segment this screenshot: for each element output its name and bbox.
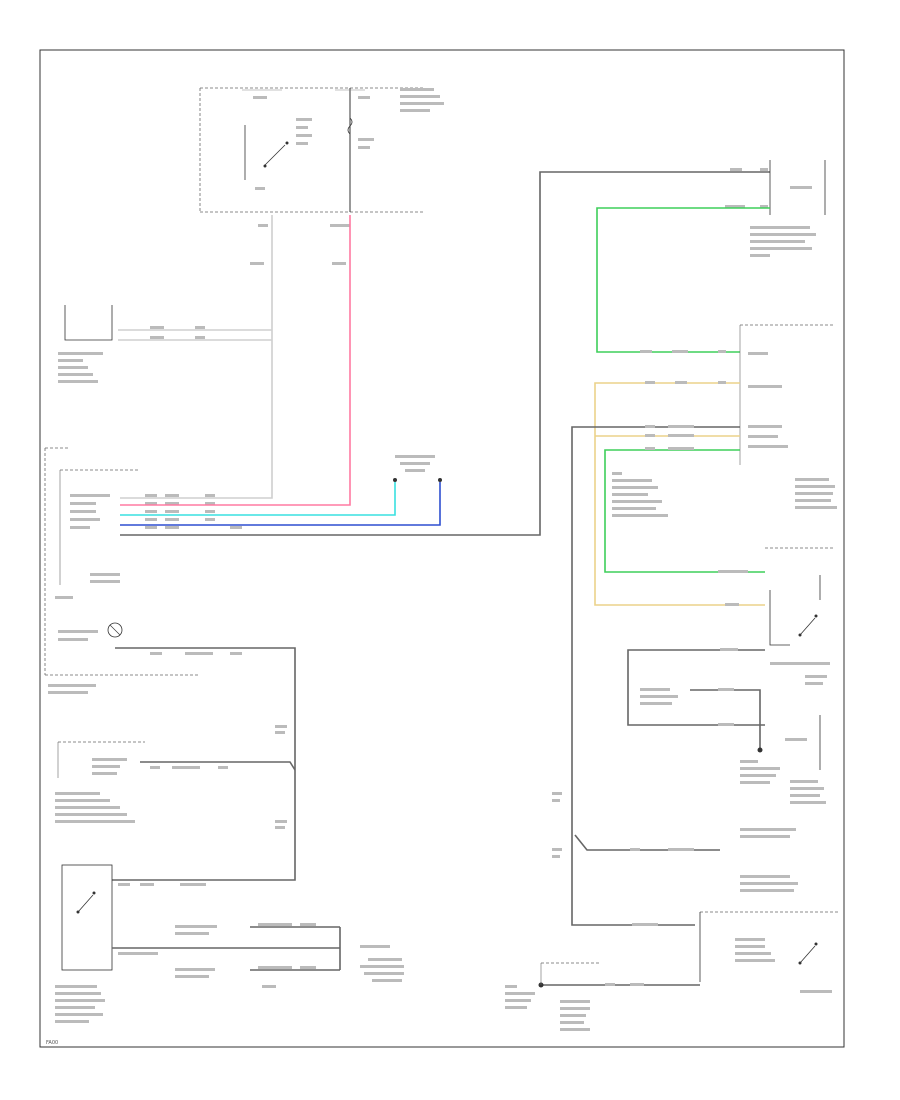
wire-blue [120,482,441,526]
bottom-right-switch [699,911,838,993]
top-relay-block [199,87,444,227]
wire-light-seat [118,329,272,341]
wire-green-lower [604,449,765,573]
wire-cyan [120,482,396,516]
relay-switch-icon [244,125,289,180]
wire-yellow [594,382,765,606]
wire-bottom-center [112,926,341,971]
passenger-seat-module [55,741,296,823]
diagram-border [39,49,845,1048]
instrument-cluster [44,447,200,694]
right-top-connector [725,160,826,257]
right-door-switch [765,547,835,685]
wire-green [596,207,770,353]
wire-right-bottom [574,834,720,851]
fuse-icon [347,117,353,135]
seat-belt-switch [55,864,113,1023]
right-lower-module [627,648,826,804]
lamp-icon [107,622,123,638]
switch-icon [76,891,96,914]
wire-light-vertical [120,215,273,499]
corner-mark: FA00 [46,1040,58,1046]
wire-dark-cluster-out [112,647,296,881]
left-seat-sensor [58,305,113,383]
body-control-module [739,324,837,509]
ground-icon [538,962,600,988]
connector-cyan-blue [393,455,442,482]
cluster-wire-labels [145,262,346,529]
wire-dark-right [120,171,770,536]
wire-pink [120,215,351,506]
